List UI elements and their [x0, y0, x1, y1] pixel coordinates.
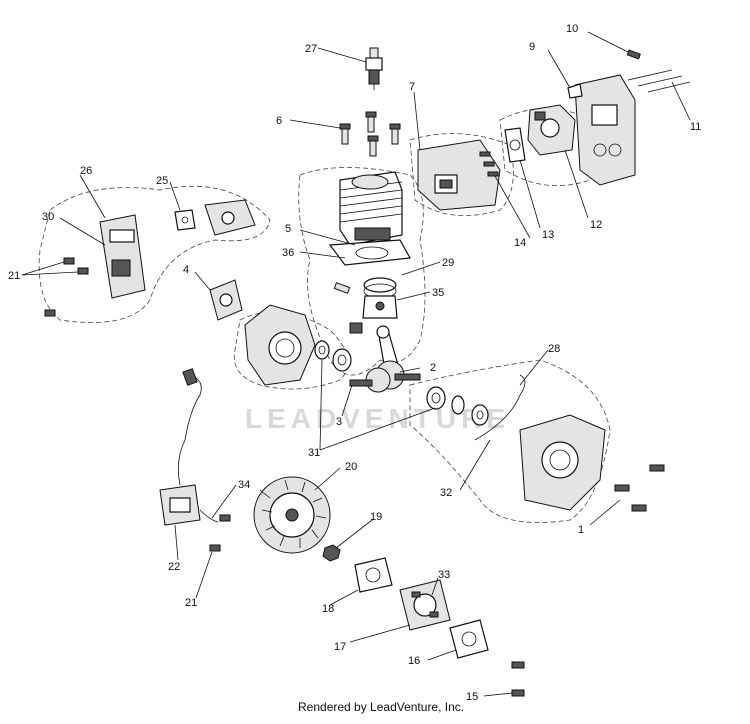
callout-27: 27: [305, 43, 317, 55]
piston-assembly[interactable]: [333, 277, 398, 334]
callout-17: 17: [334, 641, 346, 653]
callout-28: 28: [548, 343, 560, 355]
coil-screws[interactable]: [209, 514, 231, 552]
callout-21-upper: 21: [8, 270, 20, 282]
leader-lines: [21, 31, 691, 697]
callout-13: 13: [542, 229, 554, 241]
callout-20: 20: [345, 461, 357, 473]
crankcase-right[interactable]: [519, 414, 606, 511]
clutch[interactable]: [399, 579, 451, 631]
air-box-screw[interactable]: [626, 49, 641, 60]
callout-11: 11: [690, 121, 701, 133]
callout-6: 6: [276, 115, 282, 127]
callout-19: 19: [370, 511, 382, 523]
callout-10: 10: [566, 23, 578, 35]
callout-12: 12: [590, 219, 602, 231]
muffler-spacer[interactable]: [204, 199, 256, 236]
carburetor[interactable]: [527, 104, 576, 156]
callout-16: 16: [408, 655, 420, 667]
flywheel[interactable]: [253, 476, 331, 554]
callout-15: 15: [466, 691, 478, 703]
callout-26: 26: [80, 165, 92, 177]
callout-35: 35: [432, 287, 444, 299]
callout-21-lower: 21: [185, 597, 197, 609]
cylinder-gasket[interactable]: [328, 239, 411, 266]
cylinder-bolts[interactable]: [339, 111, 401, 157]
ground-wire[interactable]: [199, 509, 219, 523]
callout-3: 3: [336, 416, 342, 428]
cover-screws[interactable]: [511, 661, 525, 697]
callout-31: 31: [308, 447, 320, 459]
heat-shield[interactable]: [417, 139, 501, 211]
callout-18: 18: [322, 603, 334, 615]
callout-5: 5: [285, 223, 291, 235]
callout-25: 25: [156, 175, 168, 187]
air-box[interactable]: [567, 74, 636, 186]
callout-7: 7: [409, 81, 415, 93]
callout-30: 30: [42, 211, 54, 223]
clutch-cover[interactable]: [449, 619, 489, 659]
crankshaft[interactable]: [349, 325, 421, 393]
crankcase-left[interactable]: [244, 304, 316, 386]
air-box-long-bolts[interactable]: [627, 69, 691, 93]
callout-14: 14: [514, 237, 526, 249]
muffler-gasket[interactable]: [174, 209, 196, 231]
clutch-gasket[interactable]: [354, 557, 393, 593]
muffler[interactable]: [99, 214, 146, 299]
callout-22: 22: [168, 561, 180, 573]
callout-2: 2: [430, 362, 436, 374]
callout-9: 9: [529, 41, 535, 53]
crank-bearings[interactable]: [314, 340, 489, 426]
callouts: 27 6 7 9 10 11 12 13 14 5 36 29 35 2 3 3…: [8, 23, 701, 703]
ignition-coil[interactable]: [159, 368, 202, 526]
callout-36: 36: [282, 247, 294, 259]
carburetor-screws[interactable]: [479, 151, 499, 177]
callout-1: 1: [578, 524, 584, 536]
callout-34: 34: [238, 479, 250, 491]
spark-plug[interactable]: [365, 47, 383, 90]
callout-4: 4: [183, 264, 189, 276]
callout-29: 29: [442, 257, 454, 269]
carburetor-gasket[interactable]: [504, 127, 526, 163]
callout-32: 32: [440, 487, 452, 499]
flywheel-nut[interactable]: [322, 544, 341, 562]
callout-33: 33: [438, 569, 450, 581]
muffler-screws[interactable]: [44, 257, 89, 317]
fuel-baffle[interactable]: [209, 279, 243, 321]
cylinder[interactable]: [339, 171, 403, 246]
footer-credit: Rendered by LeadVenture, Inc.: [298, 700, 464, 714]
crankcase-screws[interactable]: [614, 464, 665, 512]
